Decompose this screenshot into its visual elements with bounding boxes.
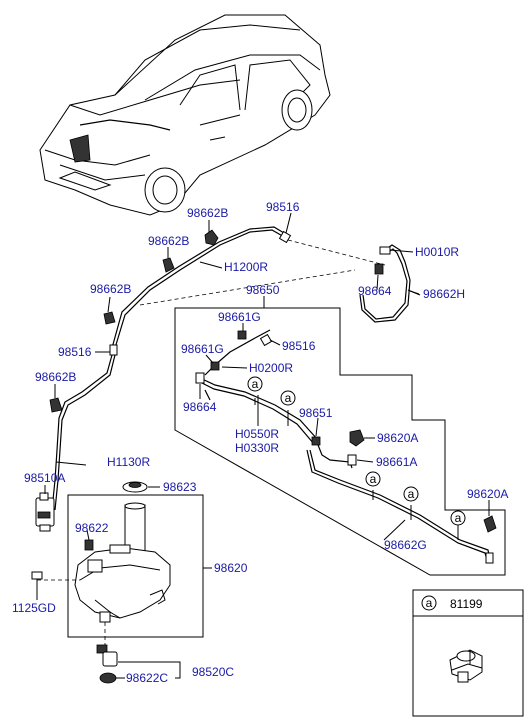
svg-text:a: a bbox=[426, 596, 433, 610]
label-98620A-right: 98620A bbox=[467, 487, 508, 501]
car-illustration bbox=[39, 14, 331, 216]
callout-a-2: a bbox=[280, 390, 296, 406]
label-98662B-4: 98662B bbox=[35, 370, 76, 384]
svg-text:a: a bbox=[252, 377, 259, 391]
clip-81199-illustration bbox=[449, 649, 483, 683]
clip-98662B-4 bbox=[49, 397, 63, 413]
label-98662B-3: 98662B bbox=[90, 282, 131, 296]
label-98661A: 98661A bbox=[376, 455, 417, 469]
label-H0010R: H0010R bbox=[415, 245, 459, 259]
cap-98623 bbox=[122, 481, 148, 493]
callout-markers: a a a a a bbox=[247, 376, 466, 526]
label-H0200R: H0200R bbox=[249, 361, 293, 375]
label-H0550R: H0550R bbox=[235, 427, 279, 441]
label-98620A-left: 98620A bbox=[377, 431, 418, 445]
label-98664-right: 98664 bbox=[358, 284, 392, 298]
label-98510A: 98510A bbox=[24, 471, 65, 485]
legend-part-number: 81199 bbox=[450, 597, 483, 611]
label-98622C: 98622C bbox=[126, 671, 168, 685]
callout-a-3: a bbox=[365, 471, 381, 487]
parts bbox=[31, 229, 497, 684]
label-98516-mid: 98516 bbox=[282, 339, 316, 353]
nozzle-98620A-left bbox=[349, 429, 365, 447]
label-98662H: 98662H bbox=[423, 287, 465, 301]
label-98662B-1: 98662B bbox=[187, 206, 228, 220]
label-98661G-1: 98661G bbox=[218, 310, 261, 324]
clip-98661G-1 bbox=[237, 330, 247, 340]
label-98651: 98651 bbox=[299, 406, 333, 420]
leader-lines bbox=[36, 212, 490, 679]
label-98520C: 98520C bbox=[192, 665, 234, 679]
label-98623: 98623 bbox=[163, 480, 197, 494]
joint-98651 bbox=[311, 436, 321, 446]
clip-98662B-2 bbox=[162, 257, 175, 273]
connector-98664-right bbox=[374, 263, 384, 275]
svg-text:a: a bbox=[370, 472, 377, 486]
label-1125GD: 1125GD bbox=[12, 601, 56, 615]
label-98662B-2: 98662B bbox=[148, 234, 189, 248]
connector-98516-mid bbox=[259, 333, 273, 347]
callout-a-1: a bbox=[247, 376, 263, 392]
tank-box-outline bbox=[67, 494, 204, 638]
svg-text:a: a bbox=[285, 391, 292, 405]
part-labels: 98516 98662B 98662B H1200R H0010R 98662B… bbox=[12, 200, 508, 685]
label-98650: 98650 bbox=[246, 283, 280, 297]
legend-marker: a bbox=[421, 595, 437, 611]
connector-98516-left bbox=[109, 344, 118, 356]
elbow-H0010R bbox=[379, 246, 391, 255]
connector-98664-left bbox=[195, 372, 205, 384]
grommet-98622 bbox=[84, 539, 94, 551]
grommet-98622C bbox=[99, 672, 117, 684]
clip-98661G-2 bbox=[210, 361, 220, 371]
clip-98662B-1 bbox=[204, 229, 219, 246]
nozzle-98620A-right bbox=[483, 515, 497, 533]
label-H1130R: H1130R bbox=[107, 455, 150, 469]
connector-98520C bbox=[96, 644, 118, 667]
svg-text:a: a bbox=[455, 511, 462, 525]
label-98661G-2: 98661G bbox=[181, 342, 224, 356]
clip-98662B-3 bbox=[103, 311, 116, 325]
label-98620: 98620 bbox=[214, 561, 248, 575]
legend-box: a 81199 bbox=[412, 589, 524, 717]
label-H1200R: H1200R bbox=[224, 260, 268, 274]
label-98516-top: 98516 bbox=[266, 200, 300, 214]
label-H0330R: H0330R bbox=[235, 441, 279, 455]
clip-98661A bbox=[347, 454, 357, 466]
connector-98516-top bbox=[278, 230, 292, 244]
label-98664-left: 98664 bbox=[183, 400, 217, 414]
callout-a-5: a bbox=[450, 510, 466, 526]
pump-98510A bbox=[35, 492, 55, 532]
label-98622: 98622 bbox=[75, 521, 109, 535]
bolt-1125GD bbox=[31, 571, 43, 592]
reservoir-98620 bbox=[74, 502, 171, 623]
label-98516-left: 98516 bbox=[58, 345, 92, 359]
svg-text:a: a bbox=[408, 487, 415, 501]
nozzle-box-outline bbox=[174, 307, 506, 576]
callout-a-4: a bbox=[403, 486, 419, 502]
label-98662G: 98662G bbox=[384, 538, 427, 552]
fitting-98662G-end bbox=[485, 552, 494, 564]
